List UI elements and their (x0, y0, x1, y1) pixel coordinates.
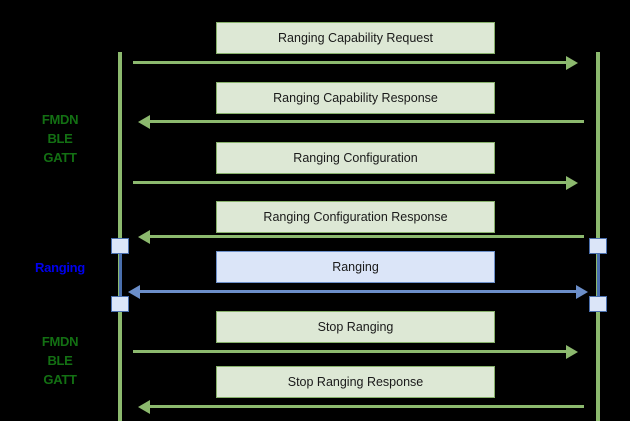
message-arrow-line (133, 61, 567, 64)
activation-box (111, 238, 129, 254)
left-lifeline-ranging-segment (118, 246, 122, 304)
message-box-stop-ranging-response: Stop Ranging Response (216, 366, 495, 398)
message-arrow-head-left (138, 114, 150, 129)
message-arrow-line (150, 405, 584, 408)
message-arrow-line (150, 235, 584, 238)
message-arrow-head-right (566, 55, 578, 70)
activation-box (111, 296, 129, 312)
message-box-stop-ranging: Stop Ranging (216, 311, 495, 343)
phase-label-fmdn-ble-gatt-bottom: FMDN BLE GATT (41, 334, 79, 387)
activation-box (589, 296, 607, 312)
message-arrow-head-left (128, 284, 140, 299)
message-arrow-line (133, 181, 567, 184)
left-lifeline (118, 52, 122, 421)
right-lifeline (596, 52, 600, 421)
phase-label-fmdn-ble-gatt-top: FMDN BLE GATT (41, 112, 79, 165)
message-arrow-line-bidirectional (140, 290, 577, 293)
right-lifeline-ranging-segment (596, 246, 600, 304)
message-box-ranging-capability-request: Ranging Capability Request (216, 22, 495, 54)
message-arrow-head-right (566, 175, 578, 190)
message-box-ranging: Ranging (216, 251, 495, 283)
message-arrow-head-right (566, 344, 578, 359)
phase-label-ranging: Ranging (35, 260, 85, 275)
message-arrow-head-right (576, 284, 588, 299)
message-arrow-head-left (138, 399, 150, 414)
message-box-ranging-configuration-response: Ranging Configuration Response (216, 201, 495, 233)
activation-box (589, 238, 607, 254)
message-arrow-line (150, 120, 584, 123)
message-arrow-head-left (138, 229, 150, 244)
message-arrow-line (133, 350, 567, 353)
message-box-ranging-configuration: Ranging Configuration (216, 142, 495, 174)
message-box-ranging-capability-response: Ranging Capability Response (216, 82, 495, 114)
